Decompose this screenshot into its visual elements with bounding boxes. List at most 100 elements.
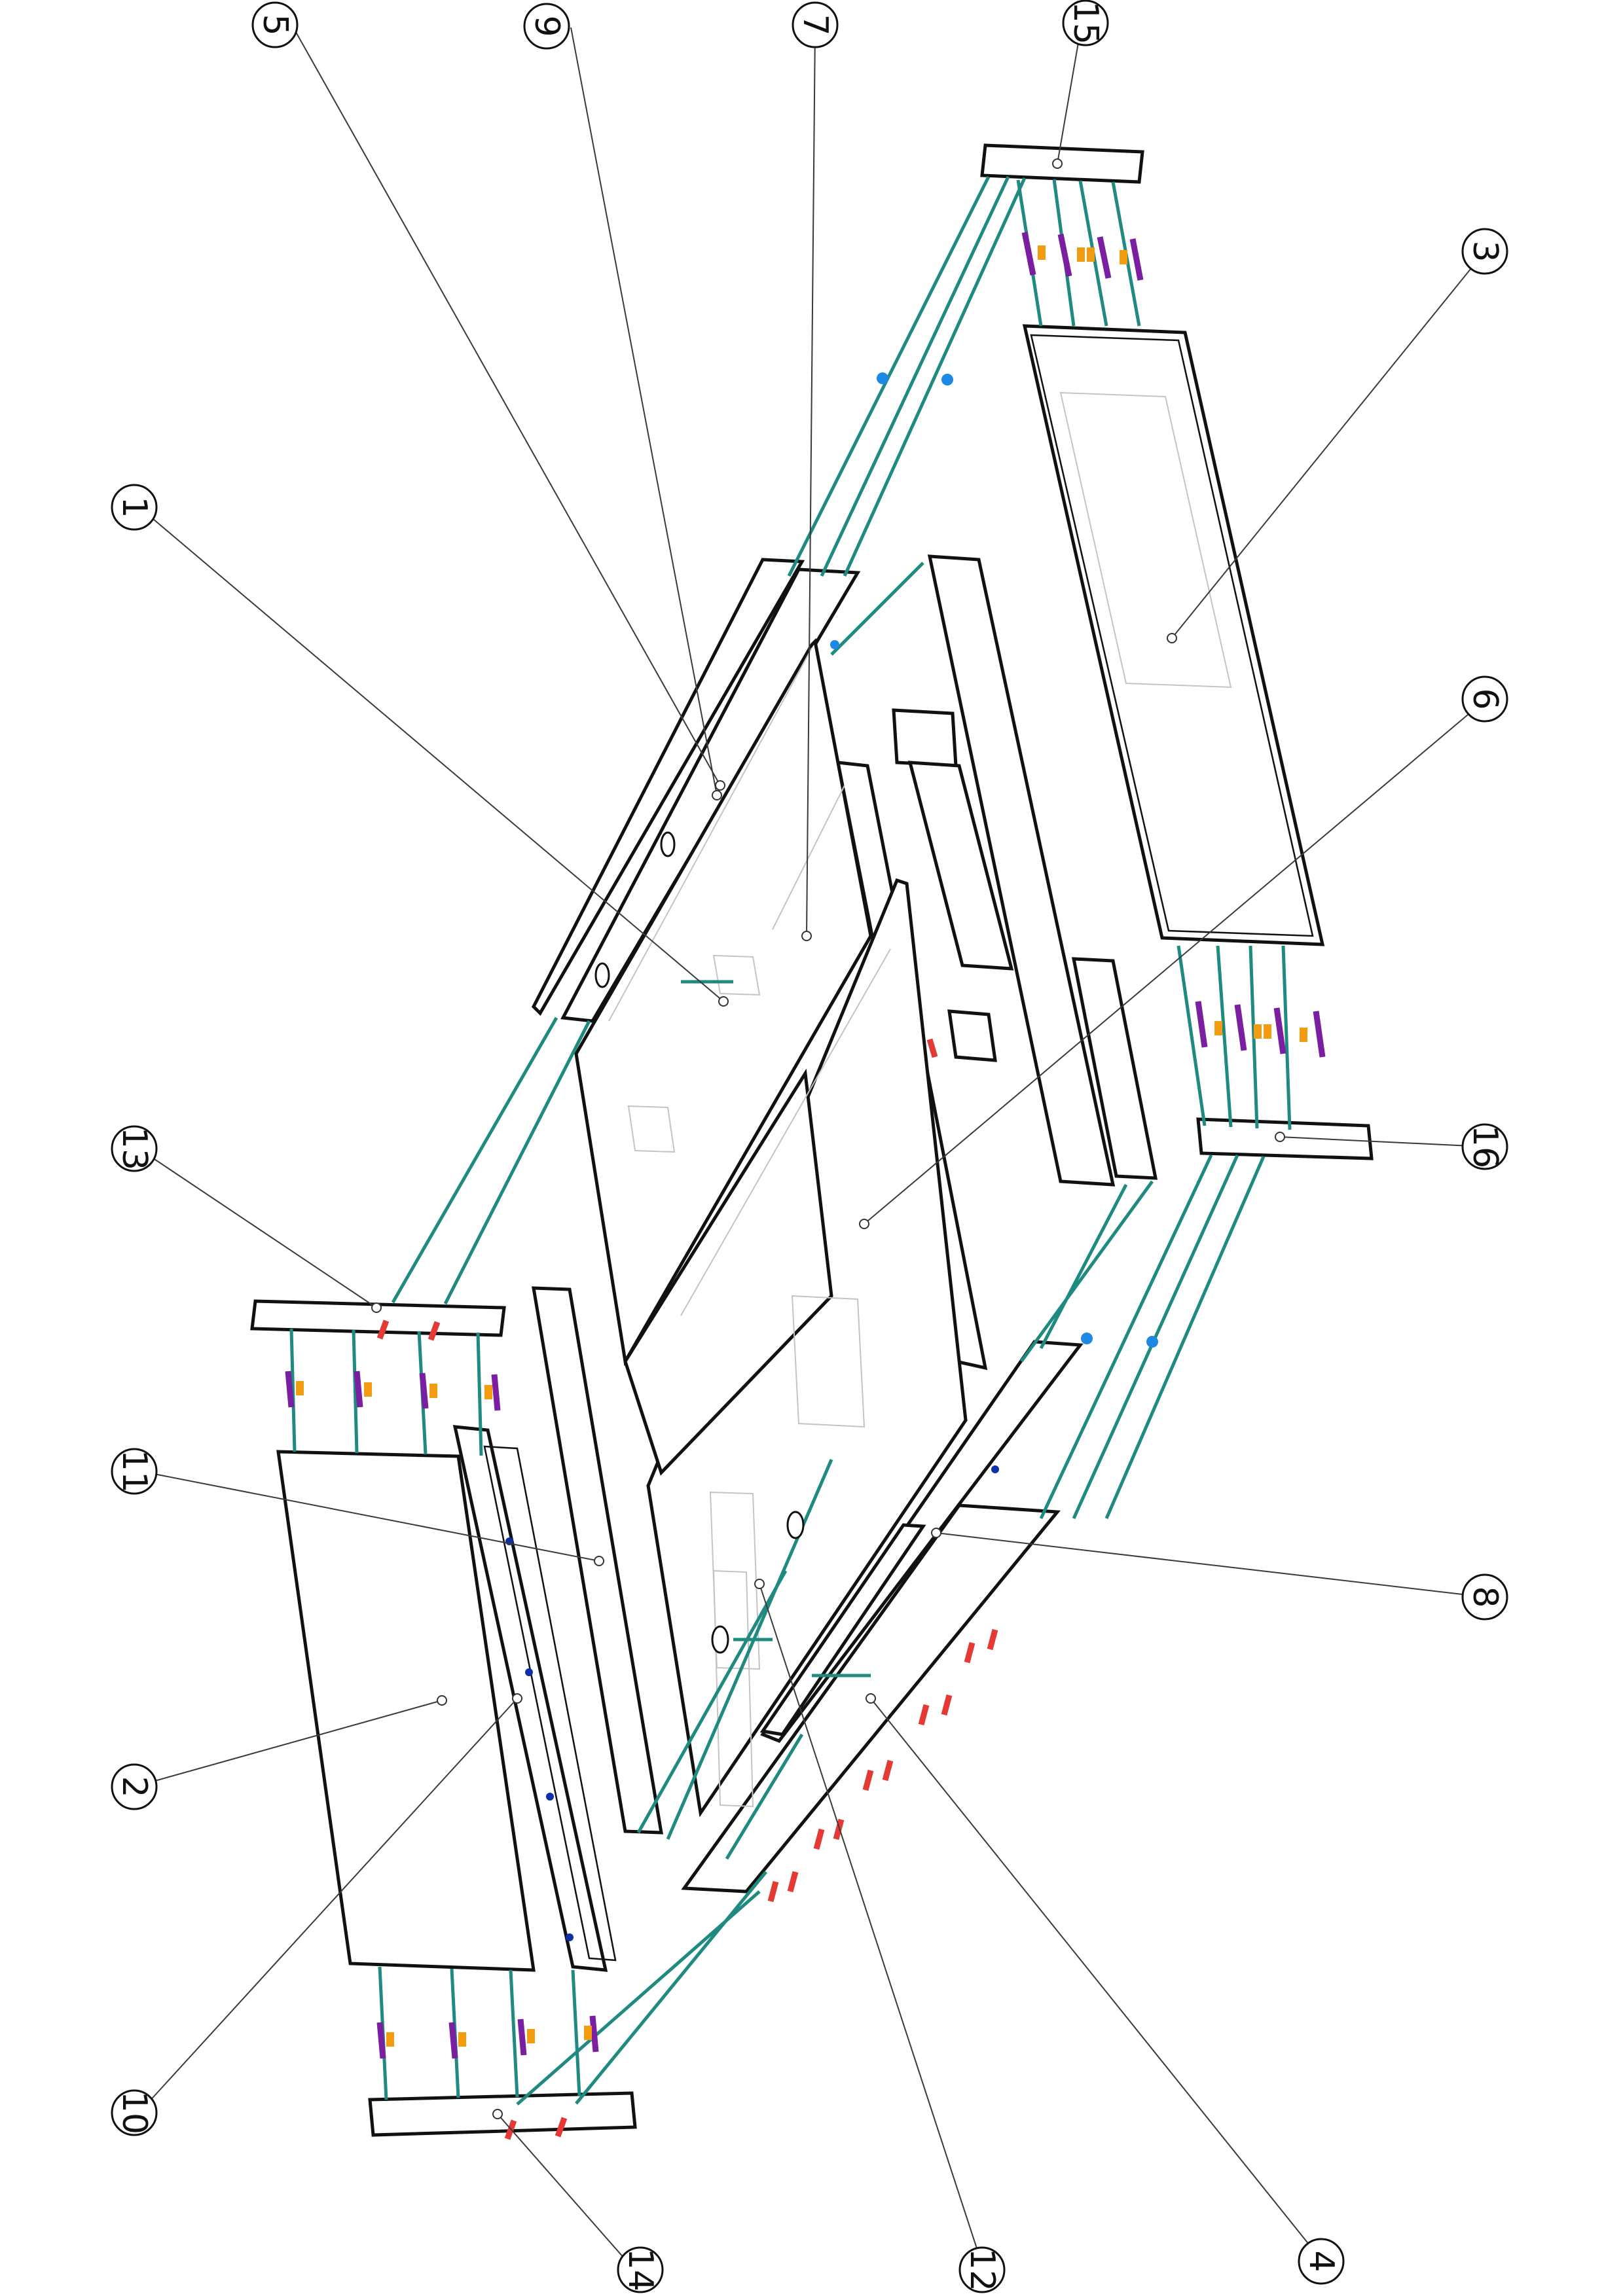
callout-9[interactable]: 9 — [523, 3, 570, 50]
callout-1[interactable]: 1 — [111, 484, 158, 531]
screw-icon — [767, 1880, 779, 1903]
drawer-upper — [892, 708, 958, 768]
screw-icon — [941, 1694, 953, 1716]
drawer-lower — [947, 1009, 997, 1062]
screw-icon — [428, 1321, 441, 1341]
cam-connector-icon — [527, 2029, 535, 2043]
anchor-dots — [371, 158, 1285, 2119]
svg-text:10: 10 — [115, 2091, 154, 2134]
callout-4[interactable]: 4 — [1298, 2238, 1345, 2285]
cam-connector-icon — [1077, 247, 1085, 262]
dowel-icon — [354, 1371, 363, 1408]
panel-10 — [452, 1425, 608, 1972]
center-spine — [623, 1068, 833, 1476]
svg-text:11: 11 — [115, 1450, 154, 1493]
cam-connector-icon — [1300, 1028, 1307, 1042]
screw-icon — [813, 1828, 825, 1850]
screw-icon — [918, 1704, 930, 1726]
callout-2[interactable]: 2 — [111, 1763, 158, 1810]
bolt-icon — [941, 374, 953, 386]
callout-11[interactable]: 11 — [111, 1448, 158, 1495]
dowel-icon — [1273, 1007, 1286, 1054]
dowel-icon — [285, 1371, 295, 1408]
dowel-icon — [1129, 238, 1144, 281]
dowel-icon — [376, 2022, 386, 2059]
cam-connector-icon — [1087, 247, 1095, 262]
svg-text:5: 5 — [255, 14, 295, 35]
svg-text:16: 16 — [1465, 1125, 1504, 1168]
cam-connector-icon — [1264, 1024, 1271, 1039]
screw-icon — [555, 2117, 568, 2138]
dowel-icon — [448, 2022, 458, 2059]
screw-icon — [882, 1759, 894, 1782]
cam-connector-icon — [484, 1385, 492, 1399]
dowel-icon — [1195, 1001, 1208, 1048]
callout-15[interactable]: 15 — [1062, 0, 1109, 46]
panel-3-edge — [1030, 334, 1314, 937]
panel-12 — [759, 1523, 926, 1736]
callout-13[interactable]: 13 — [111, 1125, 158, 1172]
roller-icon — [594, 962, 610, 988]
dowel-icon — [589, 2015, 599, 2053]
leader-lines — [138, 27, 1486, 2275]
svg-text:6: 6 — [1465, 688, 1504, 709]
shelf-pin-icon — [566, 1933, 574, 1941]
roller-icon — [786, 1511, 805, 1539]
panel-5-front — [560, 567, 861, 1023]
svg-text:12: 12 — [962, 2248, 1002, 2291]
shelf-pin-icon — [546, 1793, 554, 1801]
assembly-paths — [289, 175, 1292, 2106]
callout-8[interactable]: 8 — [1461, 1573, 1508, 1621]
shelf-pin-icon — [525, 1668, 533, 1676]
svg-text:9: 9 — [527, 15, 566, 37]
shelf-lower — [1071, 957, 1158, 1180]
bolt-icon — [877, 372, 888, 384]
svg-text:13: 13 — [115, 1127, 154, 1170]
svg-text:4: 4 — [1302, 2250, 1341, 2272]
cam-connector-icon — [458, 2032, 466, 2047]
dowel-icon — [1057, 234, 1072, 277]
cam-connector-icon — [1214, 1021, 1222, 1035]
screw-icon — [833, 1818, 845, 1840]
cam-connector-icon — [386, 2032, 394, 2047]
dowel-icon — [1234, 1004, 1247, 1051]
screw-icon — [964, 1641, 976, 1664]
dowel-icon — [1097, 236, 1112, 279]
bolt-icon — [1081, 1333, 1093, 1344]
panel-5 — [531, 558, 805, 1016]
cam-connector-icon — [429, 1384, 437, 1398]
screw-icon — [862, 1769, 874, 1791]
svg-text:7: 7 — [795, 14, 835, 35]
callouts: 5 9 7 15 3 1 6 13 — [111, 0, 1508, 2293]
shelf-pin-icon — [991, 1465, 999, 1473]
callout-16[interactable]: 16 — [1461, 1123, 1508, 1170]
callout-6[interactable]: 6 — [1461, 675, 1508, 723]
callout-5[interactable]: 5 — [251, 1, 299, 48]
bolt-icon — [830, 640, 839, 649]
dowel-icon — [1313, 1011, 1326, 1058]
cam-connector-icon — [1038, 245, 1046, 260]
cam-connector-icon — [364, 1382, 372, 1397]
screw-icon — [926, 1038, 938, 1058]
roller-icon — [660, 831, 676, 857]
hardware — [285, 232, 1326, 2140]
svg-text:8: 8 — [1465, 1586, 1504, 1607]
screw-icon — [376, 1319, 390, 1340]
svg-text:15: 15 — [1066, 1, 1105, 45]
callout-12[interactable]: 12 — [958, 2246, 1006, 2293]
cam-connector-icon — [1120, 250, 1127, 264]
svg-text:3: 3 — [1465, 240, 1504, 262]
screw-icon — [987, 1628, 998, 1651]
dowel-icon — [419, 1372, 429, 1409]
bolt-icon — [1146, 1336, 1158, 1348]
callout-14[interactable]: 14 — [617, 2246, 664, 2293]
dowel-icon — [1021, 232, 1036, 276]
panel-13 — [250, 1299, 506, 1337]
panel-10-edge — [483, 1445, 617, 1962]
callout-10[interactable]: 10 — [111, 2089, 158, 2136]
roller-icon — [711, 1625, 729, 1654]
callout-7[interactable]: 7 — [792, 1, 839, 48]
callout-3[interactable]: 3 — [1461, 228, 1508, 275]
cam-connector-icon — [296, 1381, 304, 1395]
